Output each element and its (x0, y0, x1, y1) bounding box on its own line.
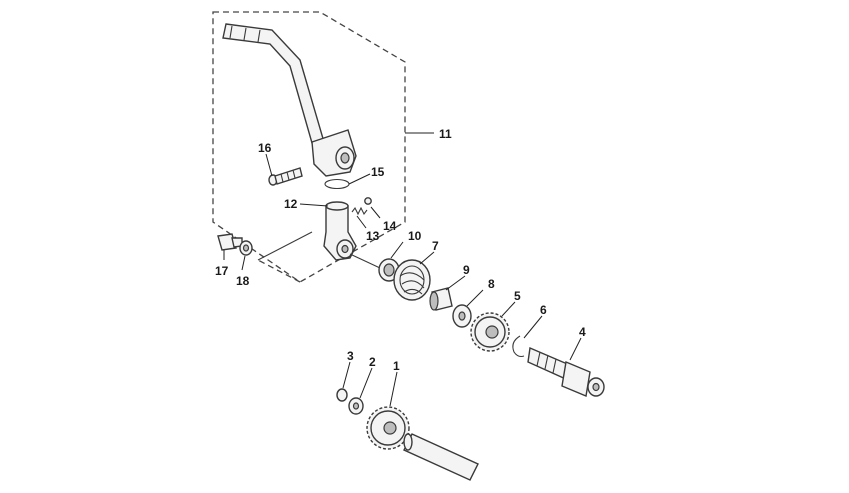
small-circlip-part (336, 388, 348, 402)
mount-bolt-part (217, 233, 243, 251)
callout-5: 5 (514, 289, 521, 303)
connector-line-solid (257, 231, 313, 261)
kickstarter-shaft-part (527, 346, 605, 397)
callout-9: 9 (463, 263, 470, 277)
connector-line-dashed (257, 259, 301, 283)
idler-gear-part (366, 406, 410, 450)
spring-collar-part (429, 287, 453, 311)
detent-ball-part (364, 197, 372, 205)
assembly-boundary-dashed (212, 11, 406, 283)
callout-4: 4 (579, 325, 586, 339)
callout-14: 14 (383, 219, 397, 233)
callout-7: 7 (432, 239, 439, 253)
callout-15: 15 (371, 165, 385, 179)
kick-shaft-part (323, 201, 381, 269)
kick-gear-part (470, 312, 510, 352)
callout-2: 2 (369, 355, 376, 369)
mount-washer-part (239, 240, 253, 256)
callout-3: 3 (347, 349, 354, 363)
callout-16: 16 (258, 141, 272, 155)
lever-bolt-part (268, 167, 303, 186)
callout-12: 12 (284, 197, 298, 211)
idler-washer-part (348, 397, 364, 415)
callout-13: 13 (366, 229, 380, 243)
thrust-washer-part (452, 304, 472, 328)
kick-lever-part (222, 23, 357, 177)
idler-shaft-part (403, 433, 479, 481)
callout-1: 1 (393, 359, 400, 373)
kick-spring-part (393, 259, 431, 301)
leader-lines (223, 132, 582, 407)
circlip-part (512, 335, 525, 358)
detent-spring-part (351, 206, 368, 216)
o-ring-part (324, 178, 350, 190)
callout-6: 6 (540, 303, 547, 317)
callout-8: 8 (488, 277, 495, 291)
callout-18: 18 (236, 274, 250, 288)
callout-17: 17 (215, 264, 229, 278)
callout-10: 10 (408, 229, 422, 243)
callout-11: 11 (439, 127, 452, 141)
